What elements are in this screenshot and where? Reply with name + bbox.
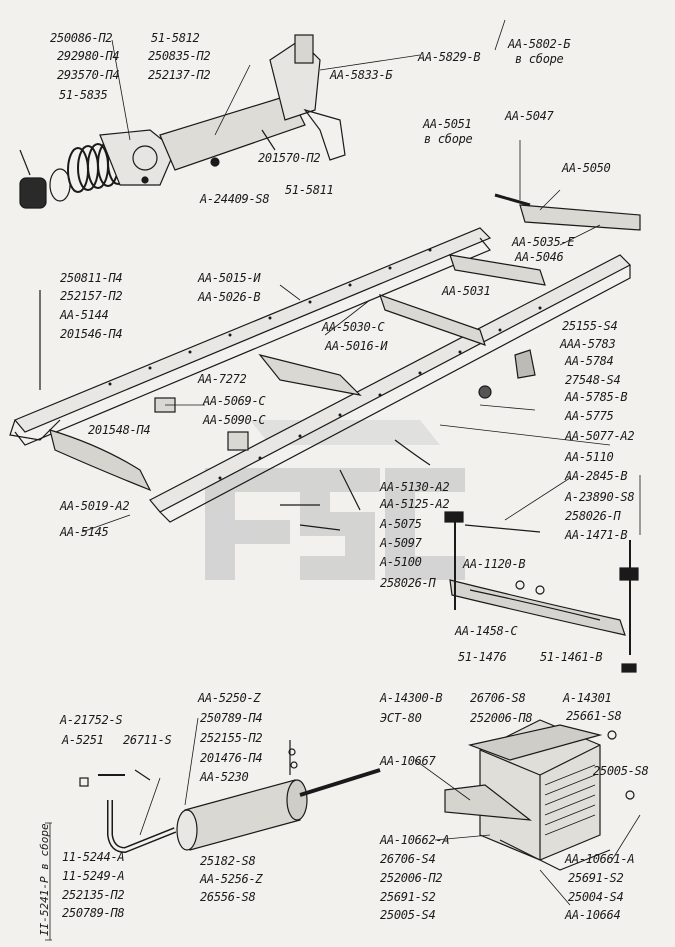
part-label: 250789-П8 [62, 906, 125, 920]
part-label: АА-5230 [200, 770, 249, 784]
part-label: 252006-П2 [380, 871, 443, 885]
part-label: 250811-П4 [60, 271, 123, 285]
part-label: АА-5046 [515, 250, 564, 264]
part-label: АА-5802-Б [508, 37, 571, 51]
part-label: 250789-П4 [200, 711, 263, 725]
part-label: АА-5069-С [203, 394, 266, 408]
part-label: 258026-П [565, 509, 621, 523]
part-label: 51-5835 [59, 88, 108, 102]
part-label: АА-10662-А [380, 833, 450, 847]
part-label: АА-5110 [565, 450, 614, 464]
part-label: 51-5811 [285, 183, 334, 197]
rear-spring-drawing [444, 511, 639, 673]
part-label: АА-5031 [442, 284, 491, 298]
part-label: АА-5035-Е [512, 235, 575, 249]
muffler-drawing [79, 740, 381, 854]
part-label: АА-5125-А2 [380, 497, 450, 511]
part-label: АА-5144 [60, 308, 109, 322]
part-label: АА-5250-Z [198, 691, 261, 705]
part-label: в сборе [515, 52, 564, 66]
part-label: АА-1120-В [463, 557, 526, 571]
part-label: А-14301 [563, 691, 612, 705]
part-label: АА-5785-В [565, 390, 628, 404]
part-label: 25155-S4 [562, 319, 618, 333]
part-label: АА-5256-Z [200, 872, 263, 886]
part-label: АА-1458-С [455, 624, 518, 638]
part-label: АА-5047 [505, 109, 554, 123]
part-label: 25005-S8 [593, 764, 649, 778]
part-label: А-24409-S8 [200, 192, 270, 206]
part-label: 252157-П2 [60, 289, 123, 303]
part-label: 250835-П2 [148, 49, 211, 63]
part-label: А-5075 [380, 517, 422, 531]
part-label: 26556-S8 [200, 890, 256, 904]
part-label: ЭСТ-80 [380, 711, 422, 725]
part-label: АА-5019-А2 [60, 499, 130, 513]
part-label: А-5100 [380, 555, 422, 569]
part-label: А-5097 [380, 536, 422, 550]
part-label: АА-5026-В [198, 290, 261, 304]
part-label: 252006-П8 [470, 711, 533, 725]
part-label: 25661-S8 [566, 709, 622, 723]
part-label: АА-5775 [565, 409, 614, 423]
part-label: А-14300-В [380, 691, 443, 705]
part-label: 25182-S8 [200, 854, 256, 868]
part-label: АА-5145 [60, 525, 109, 539]
part-label: 26706-S4 [380, 852, 436, 866]
part-label: АА-5130-А2 [380, 480, 450, 494]
part-label: 252155-П2 [200, 731, 263, 745]
part-label: 292980-П4 [57, 49, 120, 63]
engine-mount-drawing [19, 34, 346, 209]
part-label: АА-5090-С [203, 413, 266, 427]
part-label: АА-2845-В [565, 469, 628, 483]
part-label: 26711-S [123, 733, 172, 747]
part-label: АА-10664 [565, 908, 621, 922]
frame-drawing [9, 193, 641, 531]
part-label: 51-1461-В [540, 650, 603, 664]
part-label: А-21752-S [60, 713, 123, 727]
part-label: 27548-S4 [565, 373, 621, 387]
leader-lines [45, 19, 641, 941]
part-label: в сборе [424, 132, 473, 146]
part-label: 51-1476 [458, 650, 507, 664]
part-label: АА-5051 [423, 117, 472, 131]
part-label: 252135-П2 [62, 888, 125, 902]
part-label: 11-5244-А [62, 850, 125, 864]
part-label: 201546-П4 [60, 327, 123, 341]
part-label: 26706-S8 [470, 691, 526, 705]
part-label: АА-10667 [380, 754, 436, 768]
part-label: 252137-П2 [148, 68, 211, 82]
part-label: АА-5833-Б [330, 68, 393, 82]
part-label: АА-5829-В [418, 50, 481, 64]
part-label: АА-1471-В [565, 528, 628, 542]
part-label: 258026-П [380, 576, 436, 590]
part-label: 25005-S4 [380, 908, 436, 922]
part-label: АА-5077-А2 [565, 429, 635, 443]
part-label: ААА-5783 [560, 337, 616, 351]
part-label: А-5251 [62, 733, 104, 747]
part-label: АА-5015-И [198, 271, 261, 285]
part-label: 293570-П4 [57, 68, 120, 82]
part-label: 201570-П2 [258, 151, 321, 165]
radiator-box-drawing [444, 719, 635, 871]
part-label: 201476-П4 [200, 751, 263, 765]
assembly-side-note: II-5241-Р в сборе [38, 823, 51, 936]
part-label: 25691-S2 [568, 871, 624, 885]
part-label: АА-5016-И [325, 339, 388, 353]
part-label: АА-7272 [198, 372, 247, 386]
part-label: АА-5030-С [322, 320, 385, 334]
part-label: 25004-S4 [568, 890, 624, 904]
part-label: 51-5812 [151, 31, 200, 45]
part-label: 250086-П2 [50, 31, 113, 45]
part-label: 25691-S2 [380, 890, 436, 904]
part-label: 201548-П4 [88, 423, 151, 437]
part-label: 11-5249-А [62, 869, 125, 883]
part-label: А-23890-S8 [565, 490, 635, 504]
part-label: АА-5784 [565, 354, 614, 368]
part-label: АА-5050 [562, 161, 611, 175]
part-label: АА-10661-А [565, 852, 635, 866]
